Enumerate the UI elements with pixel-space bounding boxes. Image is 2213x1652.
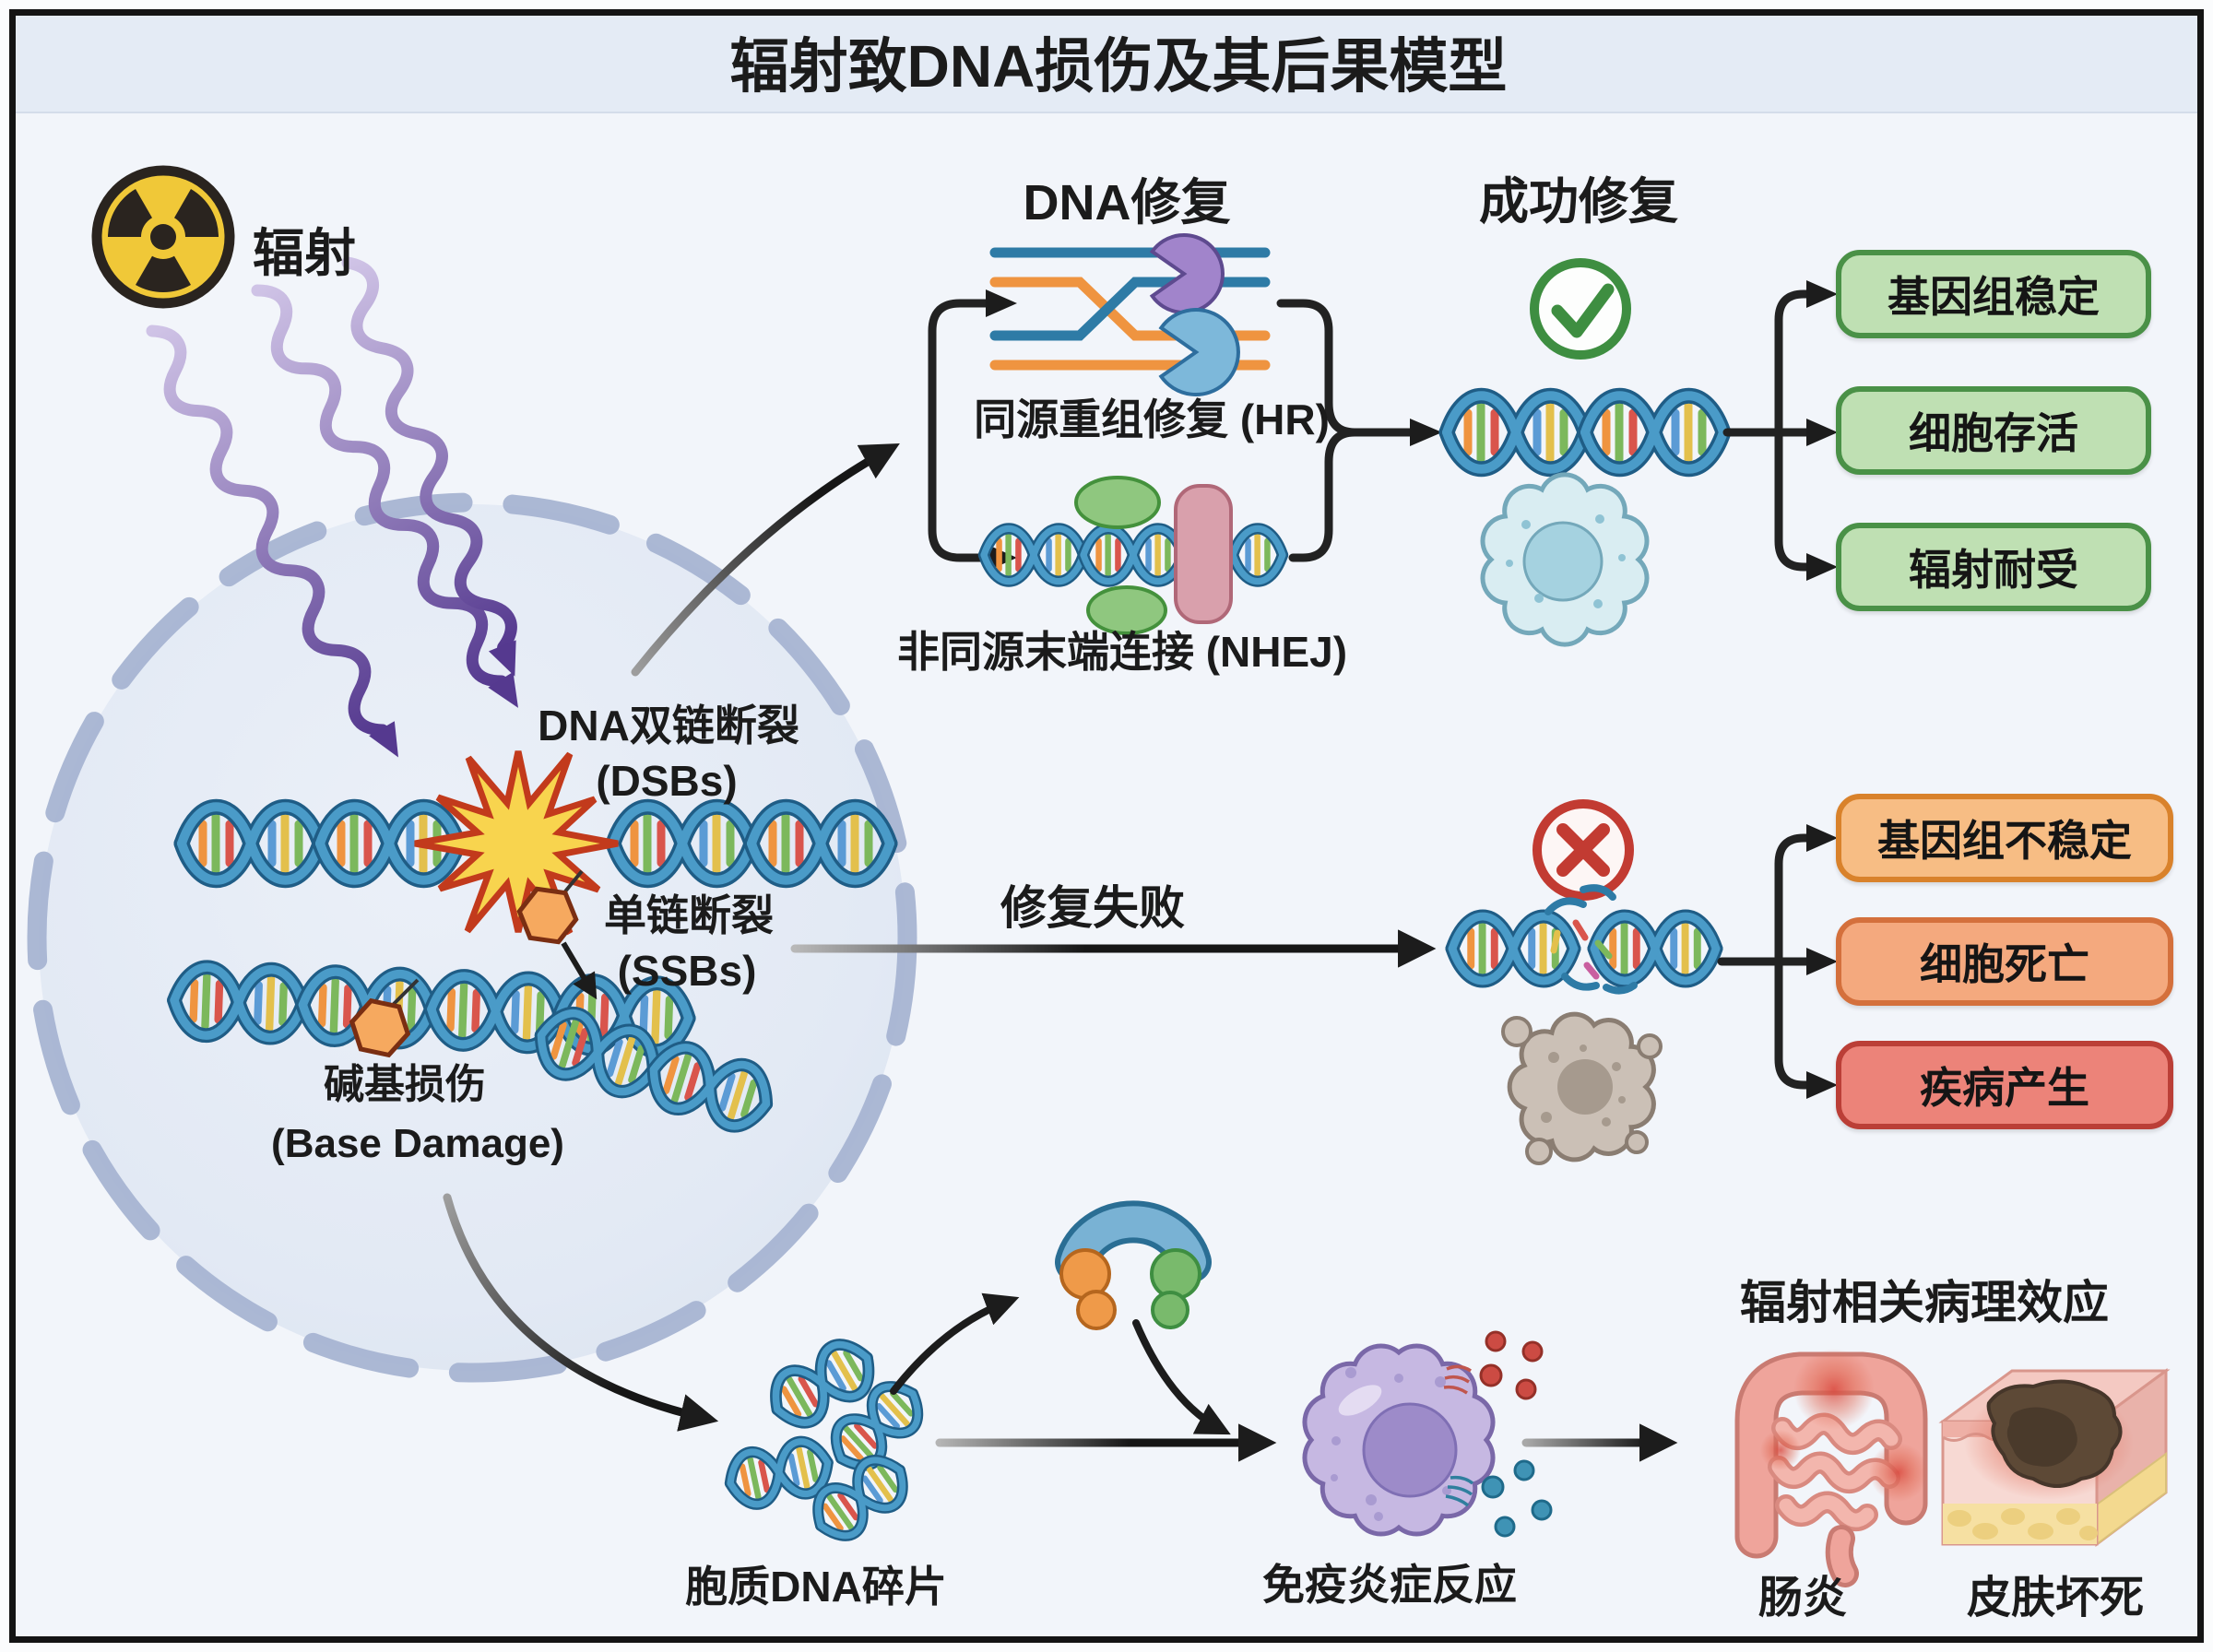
arrow-cell-to-fragments [443, 1193, 719, 1432]
dna-broken-strand [1452, 884, 1716, 995]
failure-branch-bracket [1717, 824, 1838, 1099]
ssb-abbr-label: (SSBs) [617, 947, 757, 995]
dna-sensor-protein-icon [1055, 1200, 1212, 1330]
hr-label: 同源重组修复 (HR) [974, 395, 1330, 443]
check-circle-icon [1530, 258, 1631, 360]
cell-nucleus [27, 492, 917, 1383]
radiation-waves-icon [146, 256, 518, 758]
dsb-abbr-label: (DSBs) [596, 757, 738, 805]
repair-title: DNA修复 [1023, 175, 1231, 230]
dead-cell-icon [1501, 1011, 1663, 1165]
outcome-genome-instability: 基因组不稳定 [1836, 794, 2173, 882]
success-branch-bracket [1722, 280, 1838, 581]
cross-circle-icon [1533, 799, 1634, 901]
outcome-genome-stable: 基因组稳定 [1836, 250, 2151, 338]
skin-necrosis-icon [1938, 1368, 2171, 1547]
skin-necrosis-label: 皮肤坏死 [1966, 1574, 2145, 1622]
diagram-art: .sd{fill:none;stroke:#1f5d86;stroke-widt… [27, 165, 2171, 1587]
immune-label: 免疫炎症反应 [1262, 1561, 1517, 1609]
radiation-trefoil-icon [91, 165, 235, 309]
base-damage-label: 碱基损伤 [324, 1062, 486, 1107]
repair-bracket-right [1276, 299, 1442, 562]
diagram-stage: .sd{fill:none;stroke:#1f5d86;stroke-widt… [9, 9, 2204, 1643]
immune-cell-icon [1302, 1330, 1553, 1538]
dna-repaired-strand [1447, 395, 1723, 469]
ssb-hexagon-icon [516, 869, 598, 1000]
arrow-sensor-to-immune [1132, 1319, 1231, 1435]
base-damage-hexagon-icon [349, 978, 420, 1058]
healthy-cell-icon [1480, 472, 1650, 647]
outcome-radiation-tolerance: 辐射耐受 [1836, 523, 2151, 611]
enteritis-label: 肠炎 [1757, 1574, 1848, 1622]
page-title: 辐射致DNA损伤及其后果模型 [729, 33, 1508, 100]
dsb-label: DNA双链断裂 [538, 702, 799, 749]
pathology-title: 辐射相关病理效应 [1740, 1277, 2109, 1328]
outcome-disease: 疾病产生 [1836, 1041, 2173, 1129]
dna-fragments-icon [725, 1334, 930, 1547]
ssb-label: 单链断裂 [604, 891, 774, 939]
fragments-label: 胞质DNA碎片 [685, 1563, 947, 1611]
nhej-icon [984, 476, 1283, 635]
arrow-fragments-to-sensor [890, 1292, 1020, 1395]
success-title: 成功修复 [1479, 174, 1678, 230]
nhej-label: 非同源末端连接 (NHEJ) [896, 628, 1348, 676]
outcome-cell-death: 细胞死亡 [1836, 917, 2173, 1006]
dsb-starburst-icon [414, 750, 619, 936]
failure-title: 修复失败 [1000, 882, 1185, 934]
radiation-label: 辐射 [253, 224, 356, 282]
outcome-cell-survival: 细胞存活 [1836, 386, 2151, 475]
base-damage-abbr-label: (Base Damage) [271, 1121, 564, 1166]
arrow-cell-to-repair [631, 442, 900, 677]
hr-recombination-icon [989, 233, 1271, 396]
enteritis-intestine-icon [1734, 1349, 1928, 1587]
title-strip [16, 16, 2197, 113]
